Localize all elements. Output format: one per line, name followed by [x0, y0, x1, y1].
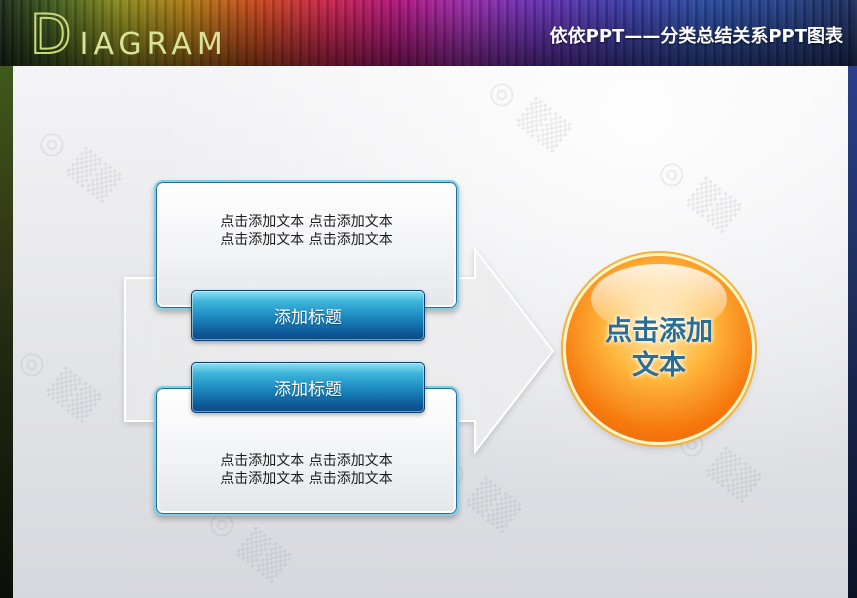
- top-title-label: 添加标题: [274, 308, 342, 328]
- bottom-title-bar: 添加标题: [191, 362, 425, 413]
- bottom-box-line-1: 点击添加文本 点击添加文本: [220, 453, 393, 469]
- result-circle: 点击添加文本: [566, 256, 752, 442]
- bottom-box-line-2: 点击添加文本 点击添加文本: [220, 471, 393, 487]
- top-box-text: 点击添加文本 点击添加文本 点击添加文本 点击添加文本: [156, 213, 457, 249]
- right-decor-strip: [848, 66, 857, 598]
- top-text-box: 点击添加文本 点击添加文本 点击添加文本 点击添加文本: [154, 180, 459, 310]
- page-title: 依依PPT——分类总结关系PPT图表: [549, 26, 843, 47]
- logo-initial: D: [29, 3, 76, 66]
- circle-highlight: [591, 264, 727, 334]
- bottom-title-label: 添加标题: [274, 380, 342, 400]
- logo-text: IAGRAM: [79, 27, 228, 62]
- left-decor-strip: [0, 66, 13, 598]
- top-box-line-2: 点击添加文本 点击添加文本: [220, 232, 393, 248]
- top-title-bar: 添加标题: [191, 290, 425, 341]
- top-box-line-1: 点击添加文本 点击添加文本: [220, 214, 393, 230]
- slide-canvas: ◎ ▒▒ ◎ ▒▒ ◎ ▒▒ ◎ ▒▒ ◎ ▒▒ ◎ ▒▒ ◎ ▒▒ ◎ ▒▒ …: [13, 66, 848, 598]
- bottom-box-text: 点击添加文本 点击添加文本 点击添加文本 点击添加文本: [156, 452, 457, 488]
- circle-label: 点击添加文本: [605, 316, 713, 381]
